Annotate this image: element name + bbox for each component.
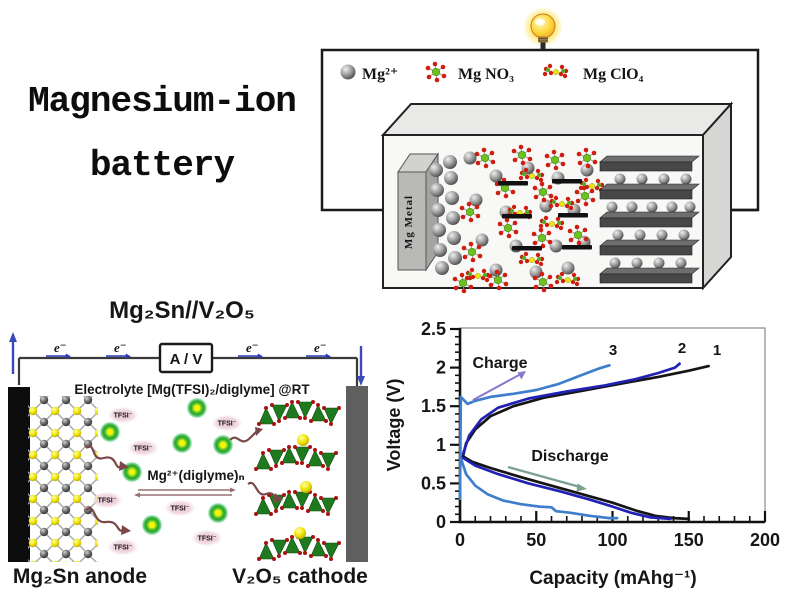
equilibrium-arrows (134, 487, 236, 498)
curve-cycle-3-discharge (460, 458, 619, 520)
x-axis-title: Capacity (mAhg⁻¹) (529, 568, 696, 589)
main-title-line1: Magnesium-ion (28, 81, 297, 122)
tfsi-label: TFSI⁻ (171, 506, 190, 513)
legend-label-mg-clo4: Mg ClO₄ (583, 66, 644, 83)
electrolyte-caption: Electrolyte [Mg(TFSI)₂/diglyme] @RT (74, 382, 310, 397)
svg-text:e⁻: e⁻ (54, 340, 67, 355)
ion-transfer-arrows (85, 427, 283, 535)
anode-current-collector (8, 387, 30, 562)
electron-label: e⁻ (46, 340, 71, 359)
svg-text:0: 0 (436, 512, 446, 532)
cathode-current-collector (346, 386, 368, 562)
y-axis: 0 0.5 1 1.5 2 2.5 (421, 319, 460, 532)
svg-text:50: 50 (526, 530, 546, 550)
curve-cycle-2-discharge (461, 456, 672, 521)
cycle-2-label: 2 (678, 340, 686, 357)
svg-text:1: 1 (436, 435, 446, 455)
cycle-1-label: 1 (713, 342, 721, 359)
intercalated-mg-sphere (294, 527, 306, 539)
mg2sn-lattice (28, 396, 98, 562)
anode-label: Mg₂Sn anode (13, 565, 147, 588)
svg-text:e⁻: e⁻ (314, 340, 327, 355)
electron-label: e⁻ (238, 340, 263, 359)
cell-circuit-wire (17, 356, 359, 386)
electron-label: e⁻ (306, 340, 331, 359)
meter-label: A / V (170, 351, 203, 368)
plot-frame (459, 327, 766, 523)
svg-text:1.5: 1.5 (421, 396, 446, 416)
current-down-arrow (357, 346, 365, 386)
main-title: Magnesium-ion battery (4, 70, 320, 202)
charge-discharge-curves (458, 362, 710, 521)
mg-diglyme-label: Mg²⁺(diglyme)ₙ (147, 468, 244, 483)
svg-text:e⁻: e⁻ (246, 340, 259, 355)
cell-title: Mg₂Sn//V₂O₅ (109, 297, 255, 324)
voltage-capacity-chart: 0 0.5 1 1.5 2 2.5 0 50 100 150 200 Charge Dischar… (384, 319, 780, 589)
legend-label-mg-no3: Mg NO₃ (458, 66, 514, 83)
tfsi-label: TFSI⁻ (98, 498, 117, 505)
intercalated-mg-sphere (297, 434, 309, 446)
light-bulb-icon (523, 7, 563, 50)
mg-metal-electrode: Mg Metal (397, 152, 439, 272)
mg-sphere-column (429, 155, 462, 275)
svg-text:200: 200 (750, 530, 780, 550)
svg-text:100: 100 (597, 530, 627, 550)
y-axis-title: Voltage (V) (384, 379, 404, 472)
v2o5-layers (253, 399, 342, 562)
mg-ion-sphere-icon (340, 64, 356, 80)
mg-no3-molecule-icon (425, 61, 447, 83)
charge-annotation: Charge (472, 355, 527, 372)
battery-schematic: Mg²⁺ Mg NO₃ Mg ClO₄ Mg Metal (320, 7, 760, 294)
cell-diagram: Mg₂Sn//V₂O₅ A / V e⁻ e⁻ e⁻ (8, 297, 368, 588)
cathode-layer-slabs (599, 155, 700, 284)
tfsi-label: TFSI⁻ (114, 413, 133, 420)
tfsi-label: TFSI⁻ (198, 536, 217, 543)
svg-text:e⁻: e⁻ (114, 340, 127, 355)
mg-clo4-cluster-icon (542, 63, 569, 79)
svg-text:0.5: 0.5 (421, 473, 446, 493)
tfsi-label: TFSI⁻ (218, 421, 237, 428)
tfsi-label: TFSI⁻ (134, 446, 153, 453)
legend-label-mg-ion: Mg²⁺ (362, 66, 398, 83)
electrolyte-legend: Mg²⁺ Mg NO₃ Mg ClO₄ (340, 61, 644, 83)
separator-bars (498, 179, 592, 251)
main-title-line2: battery (89, 145, 235, 186)
tfsi-label: TFSI⁻ (114, 545, 133, 552)
svg-text:0: 0 (455, 530, 465, 550)
intercalated-mg-sphere (300, 481, 312, 493)
cathode-label: V₂O₅ cathode (232, 565, 368, 588)
svg-text:150: 150 (674, 530, 704, 550)
svg-text:2: 2 (436, 358, 446, 378)
ammeter-voltmeter: A / V (158, 342, 214, 374)
discharge-annotation: Discharge (531, 448, 608, 465)
electron-label: e⁻ (106, 340, 131, 359)
electron-flow-labels: e⁻ e⁻ e⁻ e⁻ (46, 340, 331, 359)
curve-cycle-1-discharge (461, 455, 691, 521)
cycle-3-label: 3 (609, 342, 617, 359)
mg-metal-label: Mg Metal (403, 195, 415, 249)
svg-text:2.5: 2.5 (421, 319, 446, 339)
current-up-arrow (9, 332, 17, 374)
curve-cycle-1-charge (461, 364, 710, 458)
curve-cycle-2-charge (461, 362, 681, 456)
curve-cycle-3-charge (458, 363, 611, 501)
discharge-arrow (507, 465, 587, 492)
tfsi-anions: TFSI⁻ TFSI⁻ TFSI⁻ TFSI⁻ TFSI⁻ TFSI⁻ TFSI… (91, 406, 243, 556)
charge-arrow (472, 371, 526, 401)
